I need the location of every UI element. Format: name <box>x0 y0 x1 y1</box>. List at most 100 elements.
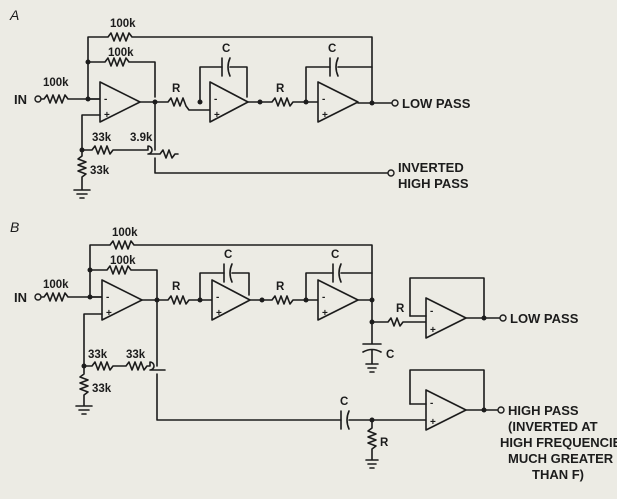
junction-dot <box>85 59 91 65</box>
input-resistor-label-b: 100k <box>43 279 69 291</box>
text: - <box>216 292 219 303</box>
highpass-filter-capacitor-b <box>340 410 350 430</box>
section-label-b: B <box>10 219 19 235</box>
text: - <box>106 292 109 303</box>
text: + <box>106 308 112 319</box>
input-terminal-label-b: IN <box>14 290 27 305</box>
wire <box>81 114 101 151</box>
high-pass-terminal-b <box>497 406 505 414</box>
input-resistor-b <box>40 292 103 302</box>
junction-dot <box>481 315 487 321</box>
series-resistors-a <box>81 145 179 159</box>
series-resistors-b <box>83 361 166 371</box>
divider-top-label-b: 33k <box>88 349 108 361</box>
text: + <box>430 417 436 428</box>
low-pass-terminal-b <box>499 314 507 322</box>
inner-feedback-label-a: 100k <box>108 47 134 59</box>
inverted-high-pass-terminal-a <box>387 169 395 177</box>
text: - <box>214 94 217 105</box>
input-terminal-label-a: IN <box>14 92 27 107</box>
divider-bottom-resistor-b <box>75 365 93 415</box>
high-pass-label-b: HIGH PASS <box>508 403 579 418</box>
integrator-2-capacitor-label-b: C <box>331 249 339 261</box>
text: - <box>430 398 433 409</box>
wire <box>305 66 373 103</box>
integrator-2-resistor-a <box>247 97 319 107</box>
inner-feedback-resistor-b <box>89 265 158 301</box>
wire <box>357 299 373 323</box>
inverted-high-pass-label-a-2: HIGH PASS <box>398 176 469 191</box>
junction-dot <box>87 267 93 273</box>
integrator-1-capacitor-label-b: C <box>224 249 232 261</box>
divider-bottom-label-b: 33k <box>92 383 112 395</box>
integrator-2-capacitor-b <box>332 263 342 283</box>
text: + <box>430 325 436 336</box>
series-33k-label-b: 33k <box>126 349 146 361</box>
junction-dot <box>369 297 375 303</box>
inner-feedback-label-b: 100k <box>110 255 136 267</box>
junction-dot <box>303 297 309 303</box>
low-pass-terminal-a <box>391 99 399 107</box>
op-amp-2-a <box>209 81 249 123</box>
junction-dot <box>303 99 309 105</box>
top-feedback-label-b: 100k <box>112 227 138 239</box>
highpass-filter-resistor-label-b: R <box>380 437 389 449</box>
wire <box>154 157 389 174</box>
op-amp-1-minus-a: - <box>104 94 107 105</box>
op-amp-3-a <box>317 81 359 123</box>
high-pass-label-b-3: HIGH FREQUENCIES <box>500 435 617 450</box>
op-amp-1-a <box>99 81 141 123</box>
junction-dot <box>197 297 203 303</box>
inverted-high-pass-label-a: INVERTED <box>398 160 464 175</box>
integrator-2-resistor-b <box>249 295 319 305</box>
integrator-2-resistor-label-b: R <box>276 281 285 293</box>
wire <box>83 313 103 367</box>
lowpass-filter-capacitor-label-b: C <box>386 349 394 361</box>
highpass-filter-resistor-b <box>365 419 379 469</box>
junction-dot <box>481 407 487 413</box>
input-terminal-a <box>34 95 42 103</box>
section-label-a: A <box>9 7 19 23</box>
text: - <box>322 94 325 105</box>
op-amp-2-b <box>211 279 251 321</box>
high-pass-label-b-4: MUCH GREATER <box>508 451 614 466</box>
circuit-b: B IN 100k 100k 100k - + R 33k 33k 33k C … <box>10 219 617 482</box>
op-amp-1-plus-a: + <box>104 110 110 121</box>
integrator-2-capacitor-a <box>329 57 339 77</box>
lowpass-filter-capacitor-b <box>362 321 382 373</box>
wire <box>305 272 373 301</box>
integrator-1-capacitor-label-a: C <box>222 43 230 55</box>
lowpass-filter-resistor-label-b: R <box>396 303 405 315</box>
highpass-filter-capacitor-label-b: C <box>340 396 348 408</box>
integrator-2-capacitor-label-a: C <box>328 43 336 55</box>
wire <box>409 277 485 319</box>
op-amp-3-b <box>317 279 359 321</box>
op-amp-5-b <box>425 389 467 431</box>
wire <box>199 272 250 301</box>
op-amp-4-b <box>425 297 467 339</box>
text: + <box>214 110 220 121</box>
divider-bottom-resistor-a <box>73 149 91 199</box>
integrator-1-resistor-a <box>139 97 211 111</box>
text: - <box>430 306 433 317</box>
junction-dot <box>259 297 265 303</box>
high-pass-label-b-2: (INVERTED AT <box>508 419 598 434</box>
top-feedback-resistor-b <box>89 240 373 301</box>
inner-feedback-resistor-a <box>87 57 156 100</box>
wire <box>409 369 485 411</box>
input-resistor-a <box>40 94 101 104</box>
junction-dot <box>257 99 263 105</box>
text: + <box>322 110 328 121</box>
top-feedback-label-a: 100k <box>110 18 136 30</box>
lowpass-filter-resistor-b <box>371 317 427 327</box>
top-feedback-resistor-a <box>87 32 373 104</box>
low-pass-label-b: LOW PASS <box>510 311 579 326</box>
wire <box>156 373 427 421</box>
integrator-1-capacitor-b <box>223 263 233 283</box>
integrator-1-resistor-label-b: R <box>172 281 181 293</box>
divider-top-label-a: 33k <box>92 132 112 144</box>
junction-dot <box>197 99 203 105</box>
junction-dot <box>369 100 375 106</box>
